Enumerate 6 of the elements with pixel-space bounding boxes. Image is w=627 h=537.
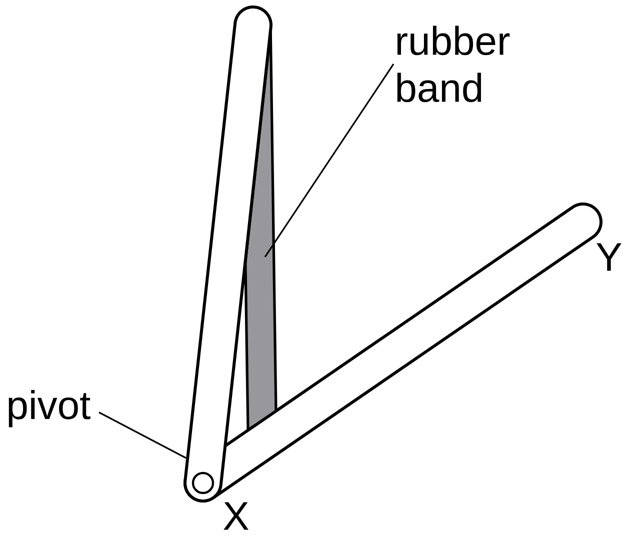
part-label: rubber band: [397, 26, 510, 102]
point-label: Y: [596, 243, 622, 271]
point-label: X: [224, 502, 248, 530]
part-label: pivot: [8, 390, 90, 428]
leader-line: [98, 412, 186, 459]
leader-line: [264, 64, 394, 258]
